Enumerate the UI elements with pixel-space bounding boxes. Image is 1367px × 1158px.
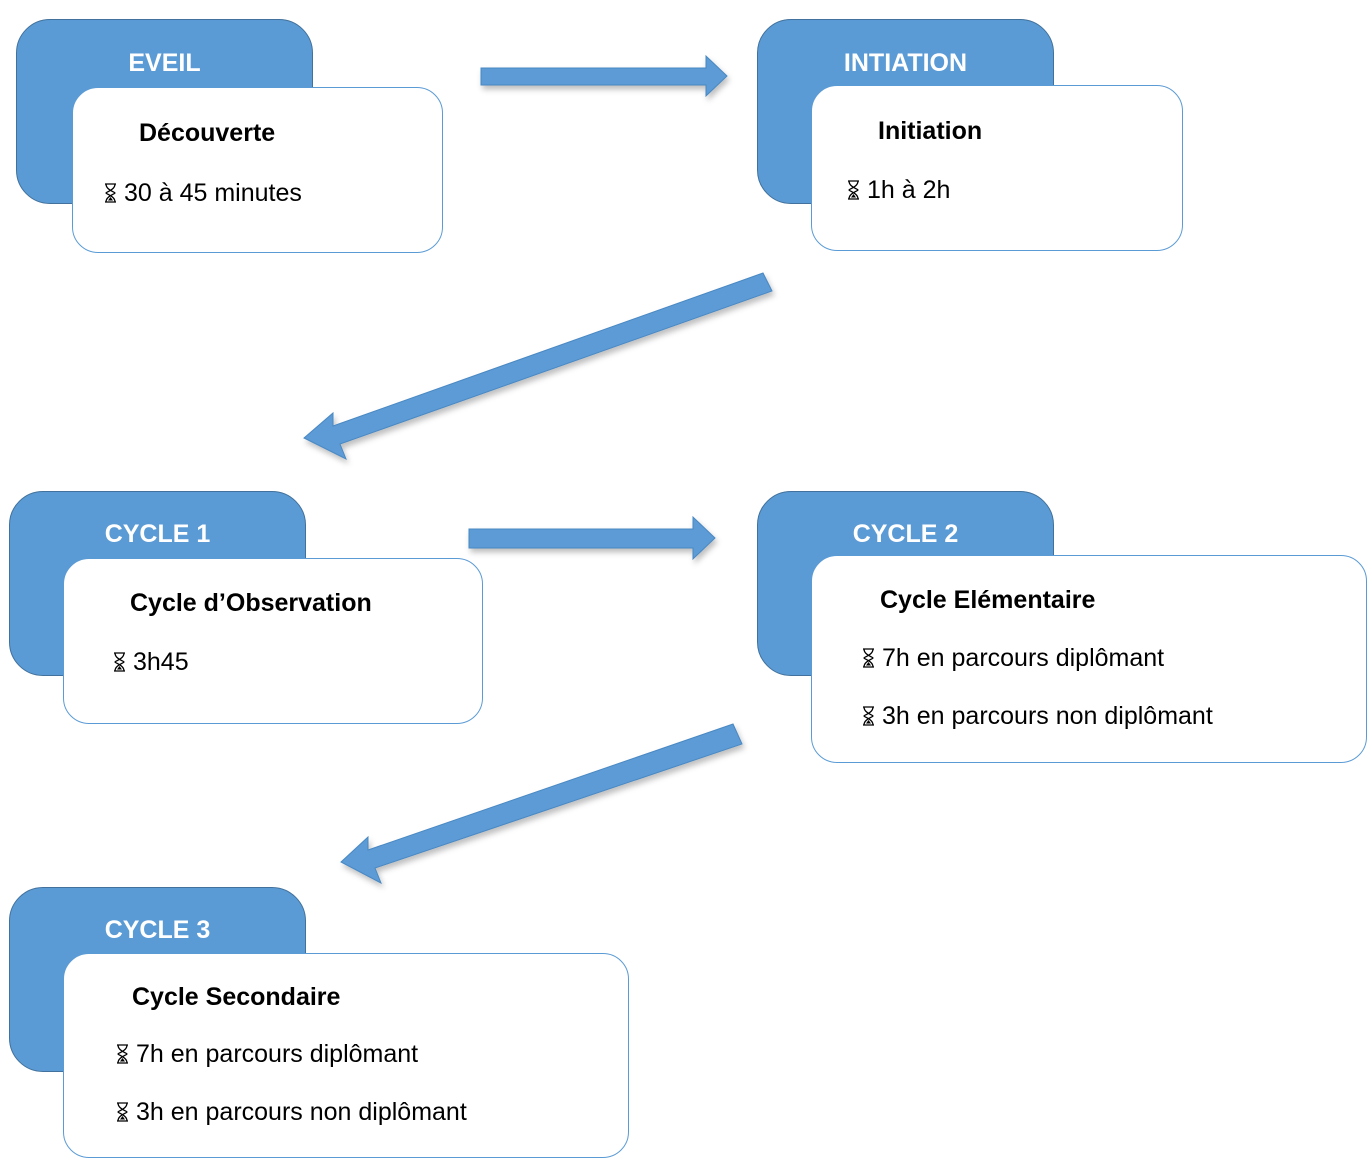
arrow-cycle2-to-cycle3 — [340, 723, 743, 885]
stage-title: Cycle d’Observation — [130, 589, 372, 617]
hourglass-icon — [114, 652, 125, 672]
arrow-eveil-to-initiation — [480, 54, 728, 98]
stage-title: Découverte — [139, 119, 276, 147]
duration-text: 3h45 — [133, 648, 189, 676]
hourglass-icon — [848, 180, 859, 200]
stage-tab-label: CYCLE 3 — [104, 916, 211, 944]
duration-text: 3h en parcours non diplômant — [136, 1098, 467, 1126]
duration-text: 3h en parcours non diplômant — [882, 702, 1213, 730]
stage-tab-label: EVEIL — [128, 49, 201, 77]
stage-title: Cycle Elémentaire — [880, 586, 1096, 614]
stage-card-eveil: Découverte 30 à 45 minutes — [72, 87, 443, 253]
stage-title: Cycle Secondaire — [132, 983, 341, 1011]
arrow-initiation-to-cycle1 — [303, 272, 773, 461]
duration-line: 3h en parcours non diplômant — [116, 1097, 467, 1127]
duration-line: 7h en parcours diplômant — [862, 643, 1164, 673]
duration-line: 1h à 2h — [847, 175, 950, 205]
duration-text: 7h en parcours diplômant — [882, 644, 1165, 672]
hourglass-icon — [117, 1102, 128, 1122]
duration-line: 7h en parcours diplômant — [116, 1039, 418, 1069]
hourglass-icon — [863, 706, 874, 726]
duration-line: 3h en parcours non diplômant — [862, 701, 1213, 731]
duration-text: 1h à 2h — [867, 176, 951, 204]
hourglass-icon — [863, 648, 874, 668]
duration-text: 7h en parcours diplômant — [136, 1040, 419, 1068]
stage-tab-label: INTIATION — [843, 49, 968, 77]
stage-title: Initiation — [878, 117, 983, 145]
stage-card-cycle2: Cycle Elémentaire 7h en parcours diplôma… — [811, 555, 1367, 763]
stage-tab-label: CYCLE 1 — [104, 520, 211, 548]
stage-card-cycle3: Cycle Secondaire 7h en parcours diplôman… — [63, 953, 629, 1158]
duration-line: 30 à 45 minutes — [104, 178, 302, 208]
stage-card-initiation: Initiation 1h à 2h — [811, 85, 1183, 251]
duration-line: 3h45 — [113, 647, 189, 677]
stage-card-cycle1: Cycle d’Observation 3h45 — [63, 558, 483, 724]
hourglass-icon — [105, 183, 116, 203]
duration-text: 30 à 45 minutes — [124, 179, 302, 207]
arrow-cycle1-to-cycle2 — [468, 515, 716, 561]
hourglass-icon — [117, 1044, 128, 1064]
stage-tab-label: CYCLE 2 — [852, 520, 959, 548]
